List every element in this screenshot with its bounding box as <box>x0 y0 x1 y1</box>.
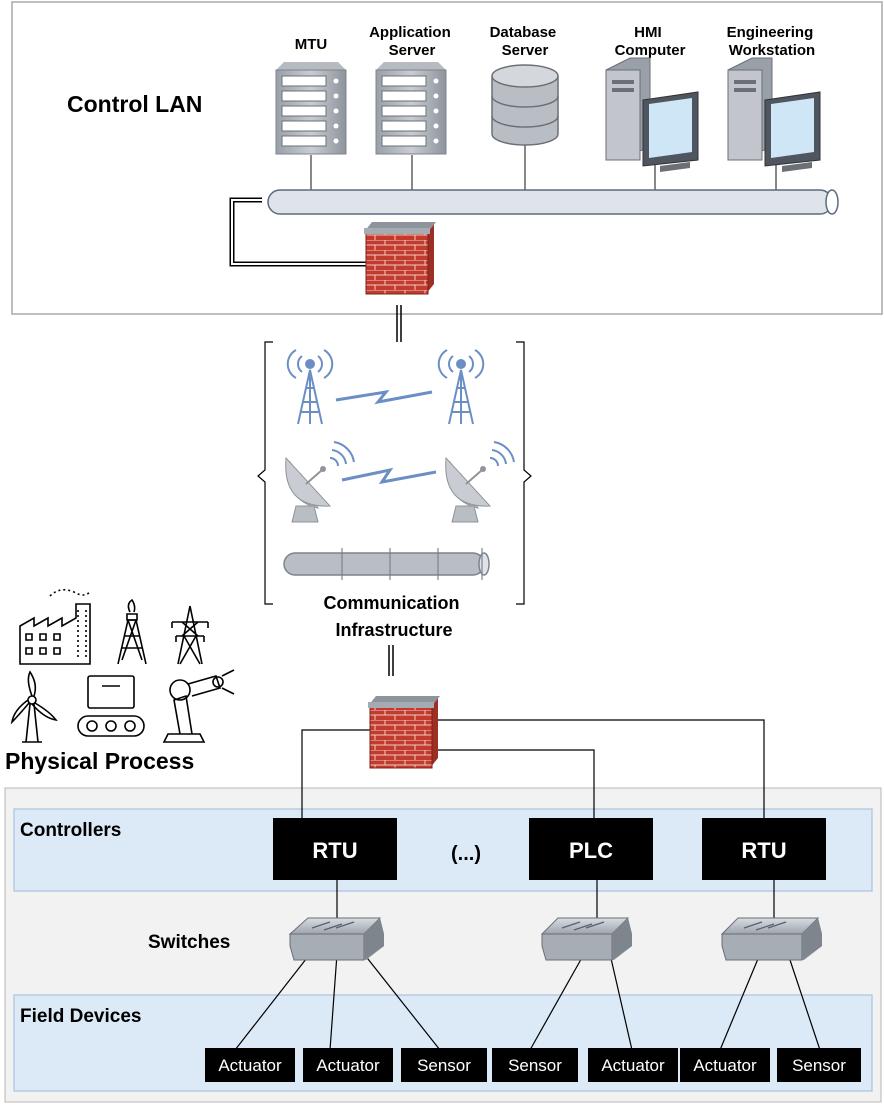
controller-rtu-1: RTU <box>273 818 397 880</box>
database-server-icon <box>491 64 559 146</box>
svg-text:Sensor: Sensor <box>792 1056 846 1075</box>
controller-plc: PLC <box>529 818 653 880</box>
svg-text:RTU: RTU <box>741 838 786 863</box>
wind-turbine-icon <box>10 670 58 743</box>
field-device-sensor-2: Sensor <box>492 1048 578 1082</box>
firewall-comm-link <box>396 305 402 342</box>
engineering-workstation-icon <box>727 57 821 172</box>
controller-switch-links <box>336 880 775 920</box>
control-lan-title: Control LAN <box>67 91 202 117</box>
firewall-controller-links <box>301 719 765 820</box>
conveyor-icon <box>77 675 145 737</box>
lan-drop-lines <box>310 145 777 190</box>
svg-text:Actuator: Actuator <box>693 1056 757 1075</box>
field-device-actuator-4: Actuator <box>680 1048 770 1082</box>
controllers-ellipsis: (...) <box>451 843 481 865</box>
lan-bus-pipe <box>267 189 839 215</box>
svg-text:Sensor: Sensor <box>417 1056 471 1075</box>
oil-rig-icon <box>117 598 147 665</box>
database-server-label: Database Server <box>490 24 561 59</box>
satellite-link-bolt <box>341 467 437 485</box>
satellite-dish-right-icon <box>445 441 515 523</box>
physical-process-label: Physical Process <box>5 748 194 774</box>
power-tower-icon <box>171 605 209 665</box>
svg-text:RTU: RTU <box>312 838 357 863</box>
robot-arm-icon <box>162 669 235 743</box>
field-device-actuator-2: Actuator <box>303 1048 393 1082</box>
switches-label: Switches <box>148 932 230 953</box>
switch-2-icon <box>540 917 632 961</box>
factory-icon <box>19 588 91 665</box>
switch-device-links <box>234 953 821 1051</box>
controller-rtu-2: RTU <box>702 818 826 880</box>
lan-firewall-link <box>231 199 368 265</box>
upper-firewall-icon <box>364 222 436 295</box>
engineering-workstation-label: Engineering Workstation <box>727 24 818 59</box>
svg-text:Actuator: Actuator <box>601 1056 665 1075</box>
switch-1-icon <box>288 917 384 961</box>
comm-right-brace <box>516 341 532 605</box>
mtu-label: MTU <box>295 36 328 53</box>
field-devices-label: Field Devices <box>20 1006 141 1027</box>
communication-infrastructure-label: Communication Infrastructure <box>323 593 464 640</box>
application-server-icon <box>375 62 447 155</box>
comm-left-brace <box>257 341 273 605</box>
field-device-sensor-3: Sensor <box>777 1048 861 1082</box>
controllers-label: Controllers <box>20 820 121 841</box>
field-device-sensor-1: Sensor <box>401 1048 487 1082</box>
mtu-server-icon <box>275 62 347 155</box>
satellite-dish-left-icon <box>285 441 355 523</box>
hmi-computer-label: HMI Computer <box>615 24 686 59</box>
svg-text:Actuator: Actuator <box>218 1056 282 1075</box>
hmi-computer-icon <box>605 57 699 172</box>
svg-text:Sensor: Sensor <box>508 1056 562 1075</box>
radio-tower-left-icon <box>286 349 334 425</box>
radio-link-bolt <box>335 389 433 405</box>
application-server-label: Application Server <box>369 24 455 59</box>
wired-pipe-icon <box>283 548 490 580</box>
svg-text:Actuator: Actuator <box>316 1056 380 1075</box>
lower-firewall-icon <box>368 696 440 769</box>
switch-3-icon <box>720 917 822 961</box>
svg-text:PLC: PLC <box>569 838 613 863</box>
radio-tower-right-icon <box>437 349 485 425</box>
field-device-actuator-3: Actuator <box>588 1048 678 1082</box>
field-device-actuator-1: Actuator <box>205 1048 295 1082</box>
physical-process-icons <box>10 588 235 743</box>
comm-firewall-link <box>388 645 394 676</box>
